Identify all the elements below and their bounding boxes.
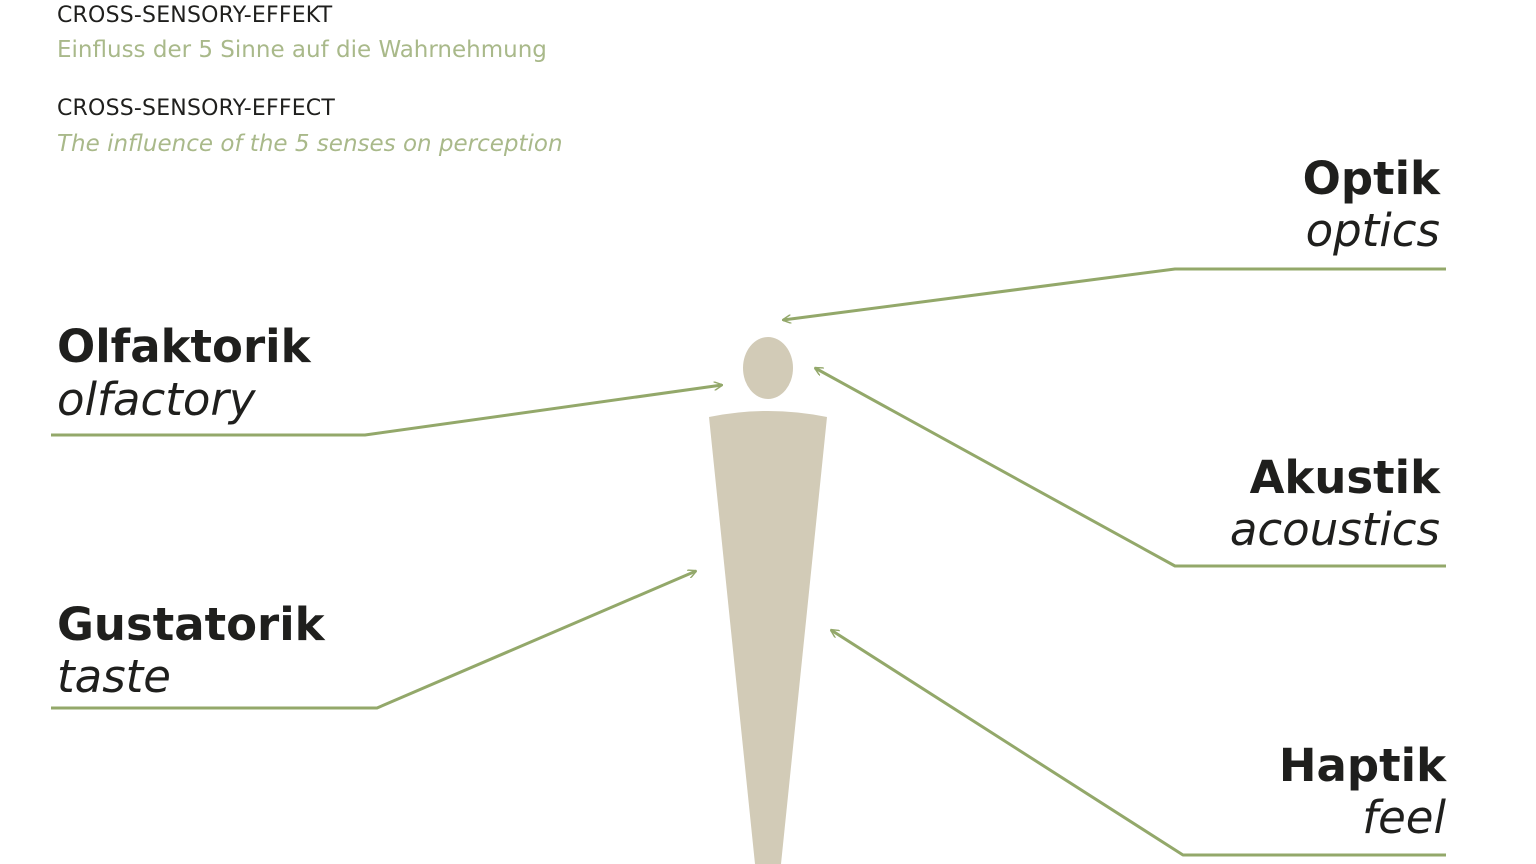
haptik-arrow-line [831, 630, 1446, 857]
olfaktorik-arrow-line [51, 385, 722, 437]
label-taste: taste [57, 650, 171, 703]
label-optik: Optik [1302, 152, 1440, 205]
label-optics: optics [1305, 204, 1440, 257]
subtitle-german: Einfluss der 5 Sinne auf die Wahrnehmung [57, 37, 547, 63]
label-olfactory: olfactory [57, 373, 256, 426]
label-gustatorik: Gustatorik [57, 598, 325, 651]
label-acoustics: acoustics [1229, 503, 1440, 556]
optik-arrow-line [783, 267, 1446, 320]
label-olfaktorik: Olfaktorik [57, 320, 311, 373]
title-english: CROSS-SENSORY-EFFECT [57, 96, 335, 121]
human-figure-icon [709, 337, 827, 864]
label-akustik: Akustik [1249, 451, 1440, 504]
akustik-arrow-line [815, 366, 1446, 568]
title-german: CROSS-SENSORY-EFFEKT [57, 3, 333, 28]
figure-body [709, 411, 827, 864]
gustatorik-arrow-line [51, 571, 696, 710]
label-haptik: Haptik [1278, 739, 1446, 792]
subtitle-english: The influence of the 5 senses on percept… [57, 131, 563, 157]
figure-head [743, 337, 793, 399]
label-feel: feel [1362, 791, 1446, 844]
